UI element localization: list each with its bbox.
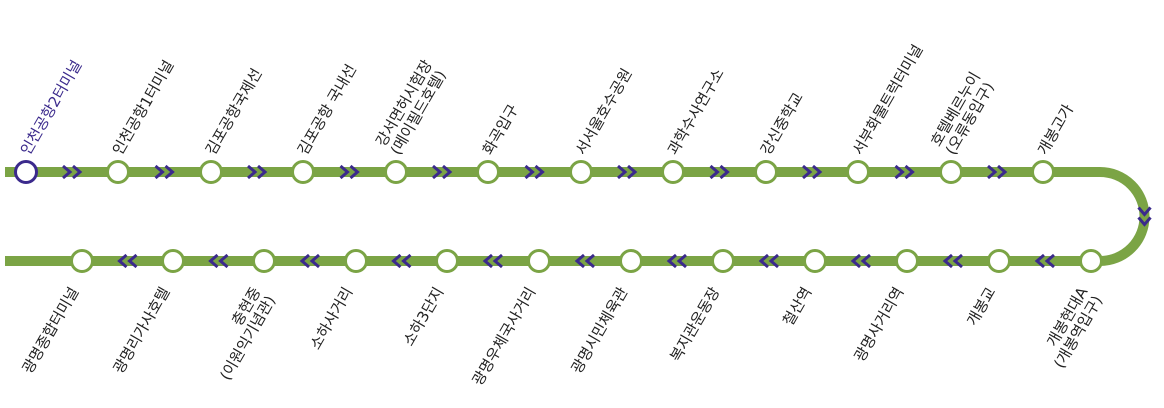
route-path — [5, 167, 1150, 266]
double-chevron-arrow-icon — [666, 253, 687, 269]
double-chevron-arrow-icon — [62, 164, 83, 180]
station-name: 개봉교 — [963, 284, 999, 329]
double-chevron-arrow-icon — [432, 164, 453, 180]
station-name: 호텔베르누이(오류동입구) — [927, 69, 999, 158]
station-name: 개봉고가 — [1034, 101, 1077, 158]
station-name: 개봉현대A(개봉역입구) — [1036, 283, 1107, 371]
double-chevron-arrow-icon — [208, 253, 229, 269]
station-name: 소하3단지 — [400, 284, 448, 349]
station-marker[interactable] — [803, 249, 827, 273]
start-station-marker[interactable] — [14, 160, 38, 184]
station-name: 광명사거리역 — [850, 284, 907, 365]
double-chevron-arrow-icon — [299, 253, 320, 269]
station-marker[interactable] — [661, 160, 685, 184]
station-name: 철산역 — [779, 284, 815, 329]
station-marker[interactable] — [754, 160, 778, 184]
double-chevron-arrow-icon — [247, 164, 268, 180]
route-line — [5, 167, 1150, 266]
station-marker[interactable] — [344, 249, 368, 273]
station-name: 김포공항 국내선 — [294, 61, 360, 158]
station-marker[interactable] — [199, 160, 223, 184]
station-marker[interactable] — [527, 249, 551, 273]
station-name: 과학수사연구소 — [664, 65, 728, 158]
station-marker[interactable] — [987, 249, 1011, 273]
station-marker[interactable] — [161, 249, 185, 273]
station-marker[interactable] — [1031, 160, 1055, 184]
station-name: 광명리가사호텔 — [110, 284, 174, 377]
double-chevron-arrow-icon — [709, 164, 730, 180]
station-name: 복지관운동장 — [666, 284, 723, 365]
station-marker[interactable] — [939, 160, 963, 184]
station-name: 충현중(이원익기념관) — [202, 284, 280, 383]
station-name: 서서울호수공원 — [572, 65, 636, 158]
station-name: 김포공항국제선 — [202, 65, 266, 158]
station-marker[interactable] — [291, 160, 315, 184]
double-chevron-arrow-icon — [574, 253, 595, 269]
double-chevron-arrow-icon — [391, 253, 412, 269]
station-name: 소하사거리 — [306, 284, 356, 353]
station-marker[interactable] — [435, 249, 459, 273]
station-marker[interactable] — [895, 249, 919, 273]
station-marker[interactable] — [569, 160, 593, 184]
station-marker[interactable] — [846, 160, 870, 184]
station-marker[interactable] — [711, 249, 735, 273]
station-marker[interactable] — [384, 160, 408, 184]
station-marker[interactable] — [476, 160, 500, 184]
station-name: 광명종합터미널 — [19, 284, 83, 377]
double-chevron-arrow-icon — [617, 164, 638, 180]
stations — [14, 160, 1103, 273]
direction-arrows — [62, 164, 1152, 269]
station-marker[interactable] — [70, 249, 94, 273]
station-marker[interactable] — [106, 160, 130, 184]
station-marker[interactable] — [252, 249, 276, 273]
double-chevron-arrow-icon — [987, 164, 1008, 180]
double-chevron-arrow-icon — [1034, 253, 1055, 269]
double-chevron-arrow-icon — [758, 253, 779, 269]
double-chevron-arrow-icon — [154, 164, 175, 180]
double-chevron-arrow-icon — [802, 164, 823, 180]
station-name: 광명우체국사거리 — [469, 284, 540, 389]
station-name: 인천공항1터미널 — [109, 57, 178, 158]
station-marker[interactable] — [1079, 249, 1103, 273]
double-chevron-arrow-icon — [1137, 206, 1152, 227]
double-chevron-arrow-icon — [850, 253, 871, 269]
double-chevron-arrow-icon — [894, 164, 915, 180]
station-name: 인천공항2터미널 — [17, 57, 86, 158]
double-chevron-arrow-icon — [942, 253, 963, 269]
double-chevron-arrow-icon — [524, 164, 545, 180]
station-name: 강신중학교 — [757, 89, 807, 158]
station-name: 서부화물트럭터미널 — [849, 41, 927, 158]
station-name: 광명시민체육관 — [568, 284, 632, 377]
double-chevron-arrow-icon — [117, 253, 138, 269]
double-chevron-arrow-icon — [482, 253, 503, 269]
station-marker[interactable] — [619, 249, 643, 273]
station-name: 강서면허시험장(메이필드호텔) — [372, 57, 451, 158]
double-chevron-arrow-icon — [339, 164, 360, 180]
station-name: 화곡입구 — [479, 101, 522, 158]
